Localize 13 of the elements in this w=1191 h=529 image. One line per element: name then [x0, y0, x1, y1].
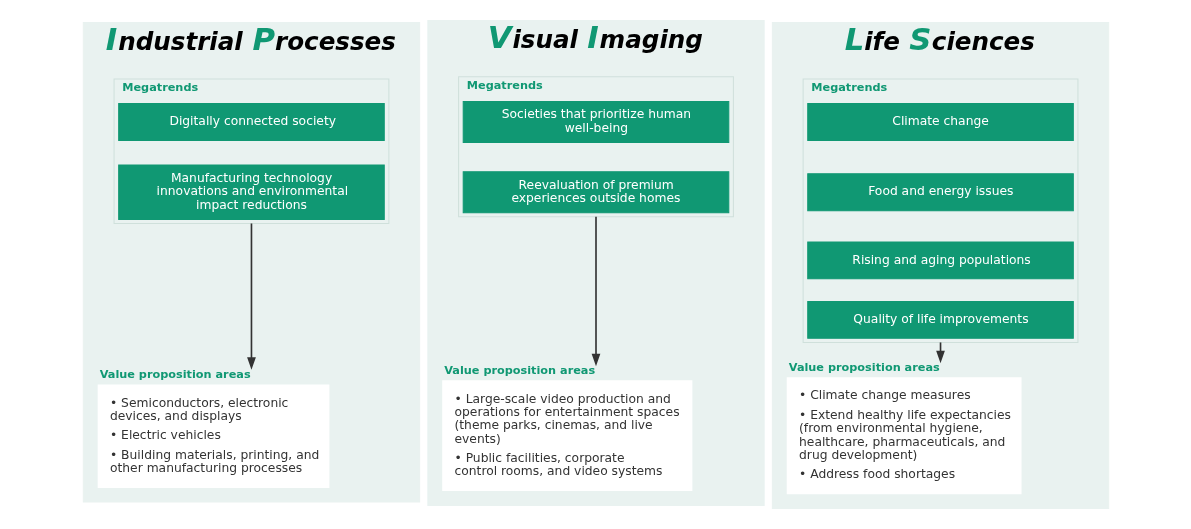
node-box: Societies that prioritize human well-being [462, 100, 729, 143]
node-box: Quality of life improvements [806, 300, 1074, 339]
node-box: Reevaluation of premium experiences outside homes [462, 171, 729, 214]
node-label: Value proposition areas [99, 368, 251, 382]
arrow [246, 222, 256, 370]
node-label: Value proposition areas [788, 360, 940, 374]
node-box: Manufacturing technology innovations and environmental impact reductions [117, 164, 385, 220]
node-box: Rising and aging populations [806, 241, 1074, 280]
arrow [591, 216, 600, 367]
node-box: Digitally connected society [117, 103, 385, 141]
node-label: Value proposition areas [443, 364, 595, 378]
node-box: Food and energy issues [806, 173, 1074, 212]
node-box: Climate change [806, 103, 1074, 141]
